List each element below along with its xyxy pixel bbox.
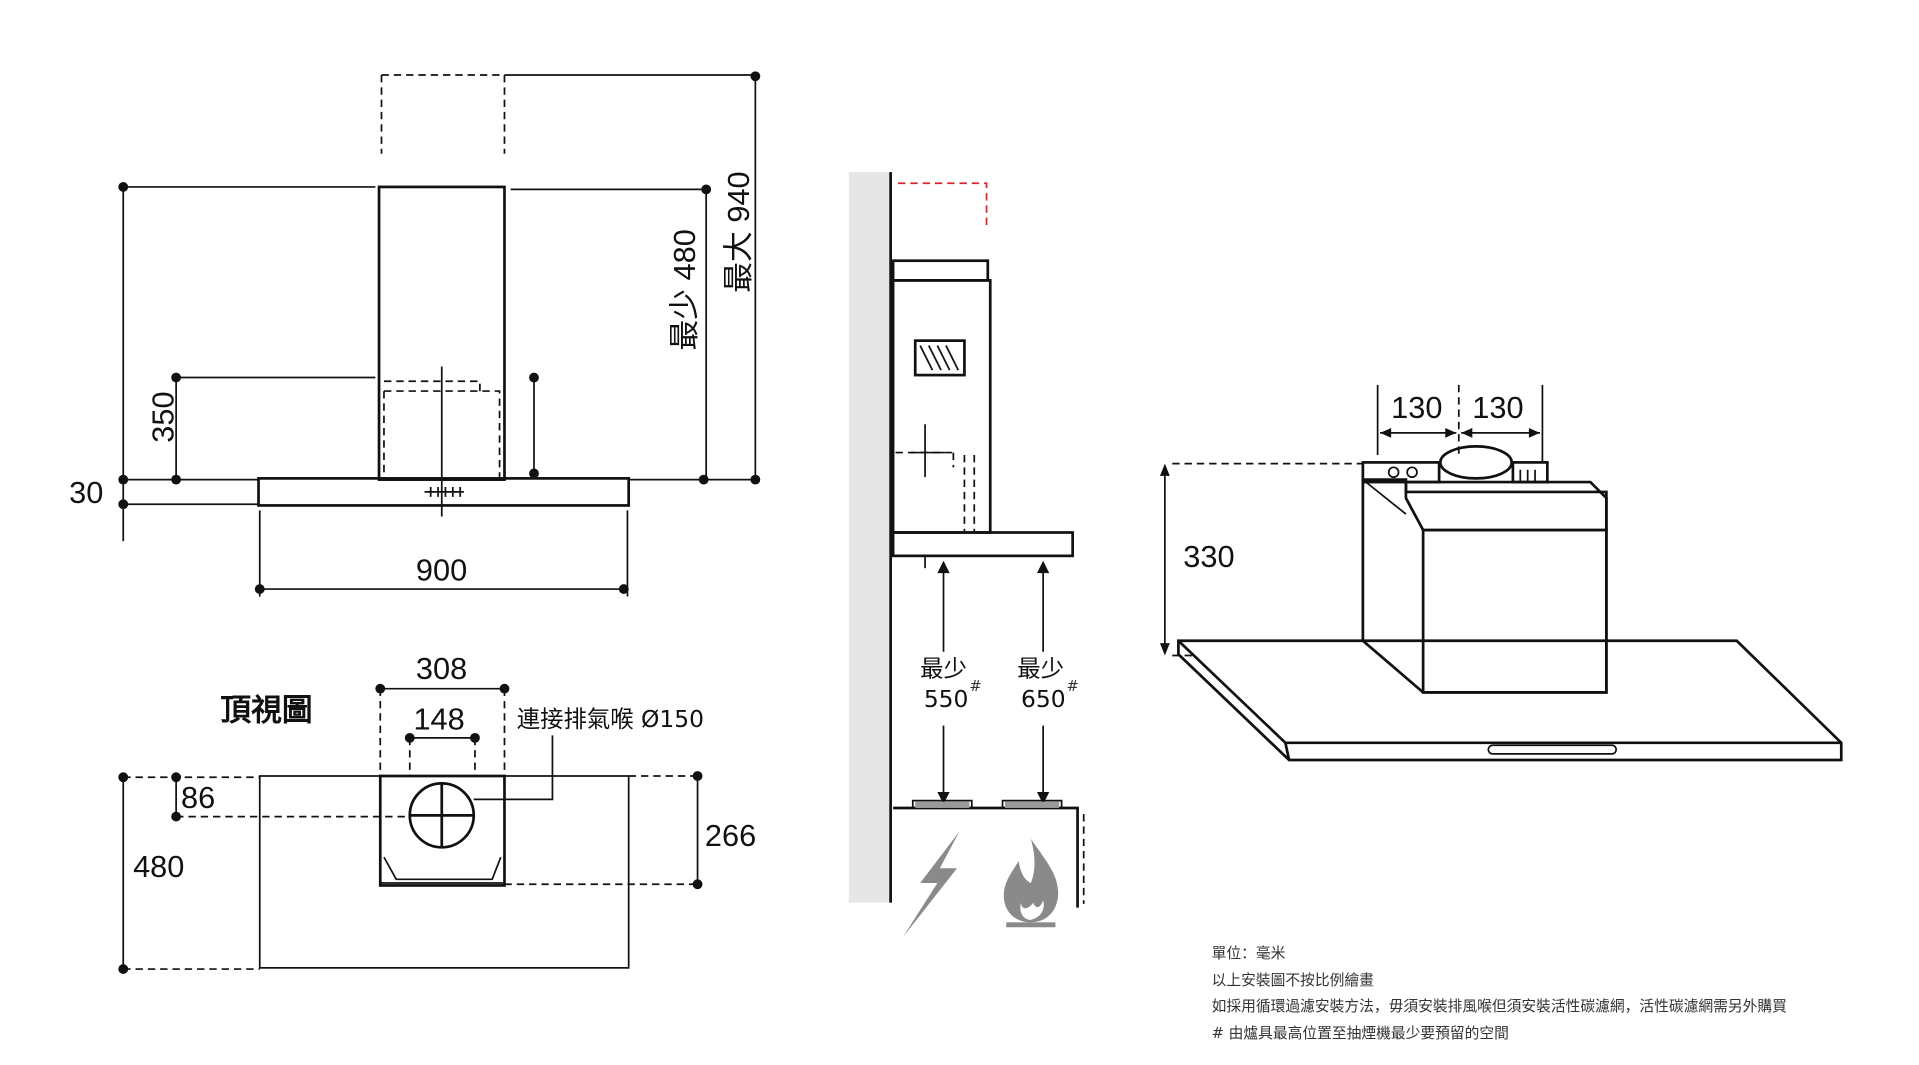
dim-min-480: 最少 480: [667, 229, 702, 350]
chimney-outline-top: [378, 774, 506, 887]
chimney-extension-guide: [898, 182, 988, 228]
note-clearance: # 由爐具最高位置至抽煙機最少要預留的空間: [1212, 1025, 1509, 1042]
dim-30: 30: [69, 475, 103, 510]
dim-148: 148: [413, 701, 464, 736]
wall: [848, 172, 891, 903]
motor-box-back: [1361, 478, 1608, 694]
dim-130-right: 130: [1472, 390, 1523, 425]
front-view: 30 350 900 最少 480 最大 940: [69, 71, 761, 597]
dim-480: 480: [133, 849, 184, 884]
chimney-extension-dashed: [380, 74, 506, 154]
duct-label: 連接排氣喉 Ø150: [517, 705, 704, 733]
canopy-3d: [1177, 639, 1843, 762]
control-slot: [1487, 744, 1618, 755]
lightning-icon: [902, 831, 960, 938]
dim-900: 900: [416, 552, 467, 587]
motor: [1438, 445, 1514, 480]
dim-308: 308: [416, 651, 467, 686]
chimney-side: [891, 279, 992, 534]
dim-350: 350: [146, 391, 181, 442]
vent-grille: [913, 339, 966, 377]
note-scale: 以上安裝圖不按比例繪畫: [1212, 971, 1374, 989]
side-view: 最少 550 # 最少 650 #: [848, 172, 1085, 938]
dim-266: 266: [705, 818, 756, 853]
perspective-view: 130 130 330: [1159, 384, 1843, 762]
dim-330: 330: [1183, 539, 1234, 574]
top-view-title: 頂視圖: [220, 693, 312, 728]
flame-icon: [1003, 838, 1059, 928]
gas-min-value: 650: [1021, 685, 1066, 713]
gas-min-label: 最少: [1017, 654, 1064, 682]
hood-canopy-front: [257, 477, 631, 507]
canopy-outline-top: [258, 775, 630, 969]
hood-canopy-side: [891, 531, 1074, 558]
dim-max-940: 最大 940: [721, 171, 756, 292]
electric-footnote-mark: #: [969, 678, 981, 695]
gas-footnote-mark: #: [1066, 678, 1078, 695]
electric-min-label: 最少: [920, 654, 967, 682]
dim-86: 86: [181, 780, 215, 815]
dim-130-left: 130: [1391, 390, 1442, 425]
electric-min-value: 550: [924, 685, 969, 713]
note-unit: 單位：毫米: [1212, 944, 1286, 962]
top-view: 頂視圖 連接排氣喉 Ø150 308 148 86 480 266: [118, 651, 756, 974]
notes: 單位：毫米 以上安裝圖不按比例繪畫 如採用循環過濾安裝方法，毋須安裝排風喉但須安…: [1212, 944, 1788, 1042]
note-recirculation: 如採用循環過濾安裝方法，毋須安裝排風喉但須安裝活性碳濾網，活性碳濾網需另外購買: [1212, 998, 1788, 1015]
